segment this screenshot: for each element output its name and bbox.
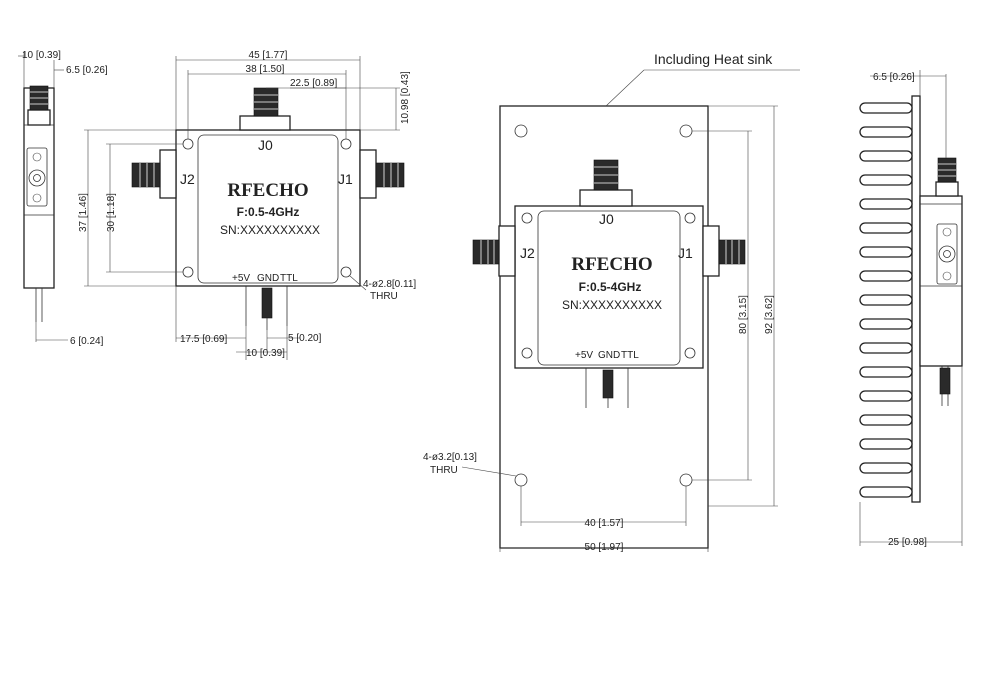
- serial-label: SN:XXXXXXXXXX: [220, 223, 320, 237]
- side-view-left: 10 [0.39] 6.5 [0.26] 6 [0.24]: [18, 50, 108, 347]
- heatsink-fin: [859, 294, 913, 306]
- dim-pin-offset: 17.5 [0.69]: [180, 334, 227, 345]
- pin-label-gnd: GND: [257, 273, 279, 284]
- heatsink-fin: [859, 318, 913, 330]
- dim-side-conn: 6.5 [0.26]: [66, 65, 108, 76]
- dim-holes-v: 30 [1.18]: [106, 193, 117, 232]
- heatsink-fin: [859, 270, 913, 282]
- heatsink-fin: [859, 198, 913, 210]
- port-label-j2: J2: [180, 171, 195, 187]
- port-label-j1: J1: [338, 171, 353, 187]
- j1-connector: [359, 149, 405, 199]
- heatsink-fin: [859, 390, 913, 402]
- heatsink-fin: [859, 486, 913, 498]
- dim-hs-holes-h: 40 [1.57]: [585, 518, 624, 529]
- heatsink-fin: [859, 438, 913, 450]
- heatsink-fin: [859, 414, 913, 426]
- pin-label-ttl: TTL: [280, 273, 298, 284]
- hs-port-label-j1: J1: [678, 245, 693, 261]
- holes-small-label: 4-ø2.8[0.11]: [363, 279, 416, 290]
- thru-label-small: THRU: [370, 291, 398, 302]
- heatsink-top-view: J0 J2 J1 RFECHO F:0.5-4GHz SN:XXXXXXXXXX…: [423, 51, 800, 553]
- heatsink-label: Including Heat sink: [654, 51, 773, 67]
- dim-top-width: 45 [1.77]: [249, 50, 288, 61]
- holes-large-label: 4-ø3.2[0.13]: [423, 452, 477, 463]
- hs-serial-label: SN:XXXXXXXXXX: [562, 298, 662, 312]
- thru-label-large: THRU: [430, 465, 458, 476]
- j2-connector: [131, 149, 177, 199]
- brand-label: RFECHO: [227, 180, 308, 201]
- hs-port-label-j0: J0: [599, 211, 614, 227]
- hs-pin-label-gnd: GND: [598, 350, 620, 361]
- hs-j0-connector: [579, 159, 633, 207]
- heatsink-hole: [514, 124, 528, 138]
- dim-pin-pitch-b: 10 [0.39]: [246, 348, 285, 359]
- pin-label-5v: +5V: [232, 273, 250, 284]
- dim-hs-side-conn: 6.5 [0.26]: [873, 72, 915, 83]
- frequency-label: F:0.5-4GHz: [237, 205, 300, 219]
- heatsink-fin: [859, 150, 913, 162]
- heatsink-fin: [859, 174, 913, 186]
- hs-pin-label-ttl: TTL: [621, 350, 639, 361]
- hs-j1-connector: [702, 225, 746, 277]
- hs-port-label-j2: J2: [520, 245, 535, 261]
- side-sma-port: [26, 147, 48, 207]
- side-connector: [27, 85, 51, 126]
- heatsink-fins: [859, 102, 913, 498]
- heatsink-fin: [859, 462, 913, 474]
- dim-top-j0: 22.5 [0.89]: [290, 78, 337, 89]
- dim-side-width: 10 [0.39]: [22, 50, 61, 61]
- dim-hs-width: 50 [1.97]: [585, 542, 624, 553]
- dim-hs-depth: 25 [0.98]: [888, 537, 927, 548]
- mount-hole: [340, 266, 352, 278]
- heatsink-fin: [859, 126, 913, 138]
- dim-hs-height: 92 [3.62]: [764, 295, 775, 334]
- dim-top-height-j0: 10.98 [0.43]: [400, 71, 411, 124]
- hs-j2-connector: [472, 225, 516, 277]
- dim-top-holes: 38 [1.50]: [246, 64, 285, 75]
- heatsink-fin: [859, 246, 913, 258]
- heatsink-fin: [859, 102, 913, 114]
- top-view: J0 J2 J1 RFECHO F:0.5-4GHz SN:XXXXXXXXXX…: [78, 50, 416, 360]
- hs-frequency-label: F:0.5-4GHz: [579, 280, 642, 294]
- dim-hs-holes-v: 80 [3.15]: [738, 295, 749, 334]
- dim-side-pin: 6 [0.24]: [70, 336, 104, 347]
- j0-connector: [239, 87, 291, 131]
- hs-pin-label-5v: +5V: [575, 350, 593, 361]
- heatsink-fin: [859, 342, 913, 354]
- heatsink-fin: [859, 366, 913, 378]
- dim-pin-pitch-a: 5 [0.20]: [288, 333, 322, 344]
- heatsink-side-view: 6.5 [0.26] 25 [0.98]: [859, 70, 963, 548]
- heatsink-fin: [859, 222, 913, 234]
- dim-body-height: 37 [1.46]: [78, 193, 89, 232]
- hs-brand-label: RFECHO: [571, 254, 652, 275]
- port-label-j0: J0: [258, 137, 273, 153]
